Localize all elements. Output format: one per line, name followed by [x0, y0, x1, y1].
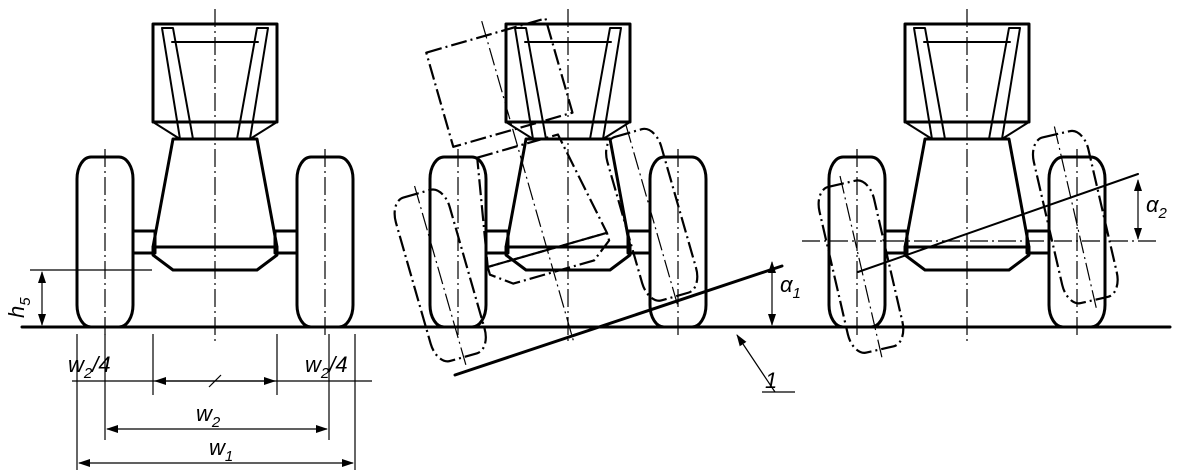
label-w2-quarter-right: w2/4	[305, 352, 348, 382]
tilt-platform-line	[453, 264, 784, 377]
label-w2: w2	[196, 401, 221, 431]
vehicle-left	[75, 7, 355, 343]
vehicle-middle	[428, 7, 708, 343]
label-alpha1: α1	[780, 272, 801, 302]
vehicle-right-tilted-outline	[817, 126, 1119, 358]
tilt-axis-line	[857, 173, 1139, 273]
label-alpha2: α2	[1146, 192, 1168, 222]
label-w1: w1	[209, 435, 233, 465]
label-w2-quarter-left: w2/4	[68, 352, 111, 382]
label-h5: h5	[4, 297, 34, 318]
dimension-lines-left	[30, 269, 372, 470]
vehicle-middle-tilted-outline	[393, 17, 699, 365]
callout-label: 1	[765, 368, 777, 393]
callout-leader	[736, 334, 795, 393]
